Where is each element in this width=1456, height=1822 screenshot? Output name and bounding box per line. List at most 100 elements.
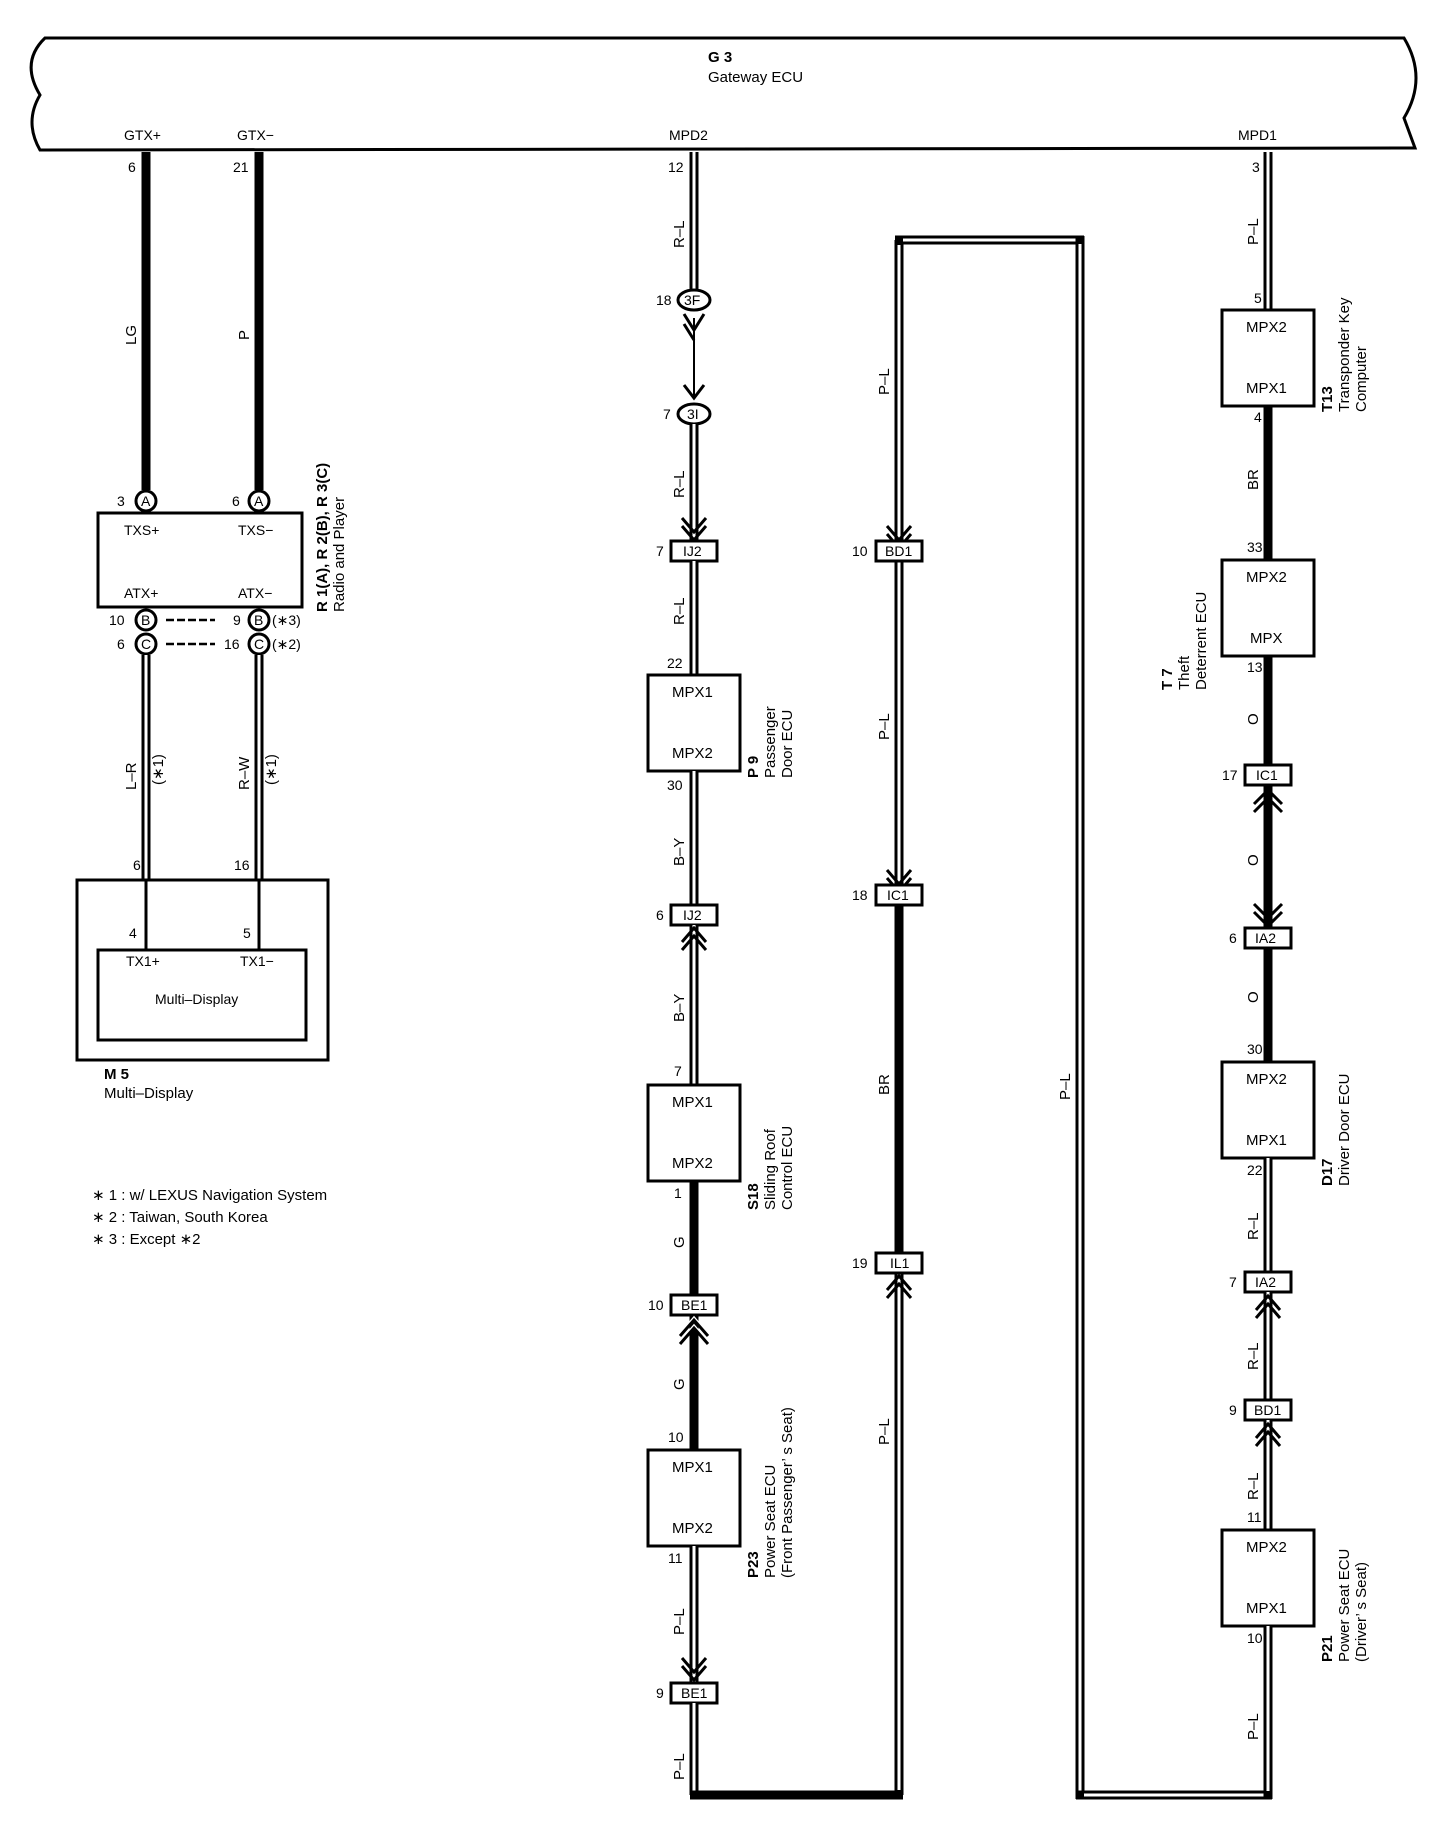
connector-c-left xyxy=(134,632,158,656)
ecu-s18-bottom: MPX2 xyxy=(672,1155,713,1172)
wire-label-p-l-5: P–L xyxy=(876,1418,893,1445)
wire-label-p-l-3: P–L xyxy=(876,368,893,395)
note-c: (∗2) xyxy=(272,636,301,652)
wire-label-o-3: O xyxy=(1245,991,1262,1003)
ecu-p9-bottom: MPX2 xyxy=(672,745,713,762)
conn-b-letter: B xyxy=(141,612,150,628)
pin-a-right: 6 xyxy=(232,493,240,509)
pin-b-right: 9 xyxy=(233,612,241,628)
wire-label-r-l-5: R–L xyxy=(1245,1342,1262,1370)
pin-md-outer-left: 6 xyxy=(133,857,141,873)
connector-b-left xyxy=(134,608,158,632)
multi-display-label: Multi–Display xyxy=(155,991,238,1007)
junction-3f-label: 3F xyxy=(684,292,700,308)
ecu-t13-top: MPX2 xyxy=(1246,319,1287,336)
radio-box xyxy=(96,511,304,609)
wire-label-o-2: O xyxy=(1245,854,1262,866)
ecu-t13-bottom: MPX1 xyxy=(1246,380,1287,397)
connector-il1-pin: 19 xyxy=(852,1255,868,1271)
ecu-s18-pin-bottom: 1 xyxy=(674,1185,682,1201)
connector-ic1-right-label: IC1 xyxy=(1256,767,1278,783)
junction-3i-pin: 7 xyxy=(663,406,671,422)
connector-ic1-left-label: IC1 xyxy=(887,887,909,903)
connector-ij2-top-label: IJ2 xyxy=(683,543,702,559)
connector-ij2-bottom-pin: 6 xyxy=(656,907,664,923)
ecu-s18-box xyxy=(646,1083,742,1183)
junction-3f-pin: 18 xyxy=(656,292,672,308)
connector-a-right xyxy=(247,489,271,513)
ecu-p9-top: MPX1 xyxy=(672,684,713,701)
ecu-t7-top: MPX2 xyxy=(1246,569,1287,586)
connector-bd1-left-pin: 10 xyxy=(852,543,868,559)
connector-bd1-left xyxy=(874,539,924,563)
note-1: ∗ 1 : w/ LEXUS Navigation System xyxy=(92,1187,327,1204)
wire-label-r-l-6: R–L xyxy=(1245,1472,1262,1500)
connector-bd1-left-label: BD1 xyxy=(885,543,912,559)
ecu-t7-pin-top: 33 xyxy=(1247,539,1263,555)
center-mpd2-chain: 12 R–L 3F 18 3I 7 R–L IJ2 7 R–L 22 MPX1 … xyxy=(646,152,796,1795)
connector-be1-top-label: BE1 xyxy=(681,1297,708,1313)
conn-c-letter-2: C xyxy=(254,636,264,652)
connector-bd1-right-pin: 9 xyxy=(1229,1402,1237,1418)
ecu-t7-code: T 7 xyxy=(1159,668,1176,690)
ecu-t7-line1: Theft xyxy=(1176,655,1193,690)
ecu-t7-pin-bottom: 13 xyxy=(1247,659,1263,675)
ecu-s18-code: S18 xyxy=(745,1183,762,1210)
wire-label-r-w: R–W xyxy=(236,756,253,790)
ecu-p21-top: MPX2 xyxy=(1246,1539,1287,1556)
ecu-d17-pin-top: 30 xyxy=(1247,1041,1263,1057)
wire-label-p-l-7: P–L xyxy=(1245,1713,1262,1740)
wire-note-star1-b: (∗1) xyxy=(263,754,280,785)
wire-label-p-l-1: P–L xyxy=(671,1608,688,1635)
connector-ia2-bottom-pin: 7 xyxy=(1229,1274,1237,1290)
connector-be1-bottom-label: BE1 xyxy=(681,1685,708,1701)
ecu-p9-line2: Door ECU xyxy=(779,710,796,778)
wire-label-l-r: L–R xyxy=(123,762,140,790)
connector-ia2-bottom-label: IA2 xyxy=(1255,1274,1276,1290)
note-2: ∗ 2 : Taiwan, South Korea xyxy=(92,1209,268,1226)
wire-label-r-l-1: R–L xyxy=(671,220,688,248)
radio-code: R 1(A), R 2(B), R 3(C) xyxy=(314,463,331,612)
connector-be1-bottom-pin: 9 xyxy=(656,1685,664,1701)
ecu-t7-line2: Deterrent ECU xyxy=(1193,592,1210,690)
mpd1-terminal: MPD1 xyxy=(1238,127,1277,143)
ecu-p23-pin-top: 10 xyxy=(668,1429,684,1445)
connector-il1-label: IL1 xyxy=(890,1255,910,1271)
connector-ia2-top-pin: 6 xyxy=(1229,930,1237,946)
connector-ic1-left-pin: 18 xyxy=(852,887,868,903)
ecu-t7-box xyxy=(1220,558,1316,658)
wire-label-p-l-6: P–L xyxy=(1245,218,1262,245)
connector-be1-top-pin: 10 xyxy=(648,1297,664,1313)
ecu-p21-bottom: MPX1 xyxy=(1246,1600,1287,1617)
ecu-t13-pin-top: 5 xyxy=(1254,290,1262,306)
conn-b-letter-2: B xyxy=(254,612,263,628)
ecu-p21-box xyxy=(1220,1528,1316,1628)
ecu-t13-code: T13 xyxy=(1319,386,1336,412)
wire-label-b-y-1: B–Y xyxy=(671,838,688,866)
ecu-d17-bottom: MPX1 xyxy=(1246,1132,1287,1149)
ecu-p21-line1: Power Seat ECU xyxy=(1336,1549,1353,1662)
atx-minus: ATX− xyxy=(238,585,272,601)
connector-ia2-top-label: IA2 xyxy=(1255,930,1276,946)
wire-label-p: P xyxy=(236,330,253,340)
atx-plus: ATX+ xyxy=(124,585,158,601)
ecu-d17-pin-bottom: 22 xyxy=(1247,1162,1263,1178)
pin-c-left: 6 xyxy=(117,636,125,652)
connector-ic1-right-pin: 17 xyxy=(1222,767,1238,783)
junction-3i-label: 3I xyxy=(687,406,699,422)
ecu-p9-pin-top: 22 xyxy=(667,655,683,671)
txs-plus: TXS+ xyxy=(124,522,159,538)
ecu-t13-line1: Transponder Key xyxy=(1336,297,1353,412)
ecu-p23-line1: Power Seat ECU xyxy=(762,1465,779,1578)
pin-gtx-minus: 21 xyxy=(233,159,249,175)
gtx-plus-terminal: GTX+ xyxy=(124,127,161,143)
tx1-minus: TX1− xyxy=(240,953,274,969)
ecu-d17-line1: Driver Door ECU xyxy=(1336,1073,1353,1186)
ecu-p21-pin-bottom: 10 xyxy=(1247,1630,1263,1646)
connector-b-right xyxy=(247,608,271,632)
wire-label-r-l-4: R–L xyxy=(1245,1212,1262,1240)
connector-ij2-top-pin: 7 xyxy=(656,543,664,559)
ecu-d17-top: MPX2 xyxy=(1246,1071,1287,1088)
gateway-ecu: G 3 Gateway ECU GTX+ GTX− MPD2 MPD1 xyxy=(29,36,1418,152)
